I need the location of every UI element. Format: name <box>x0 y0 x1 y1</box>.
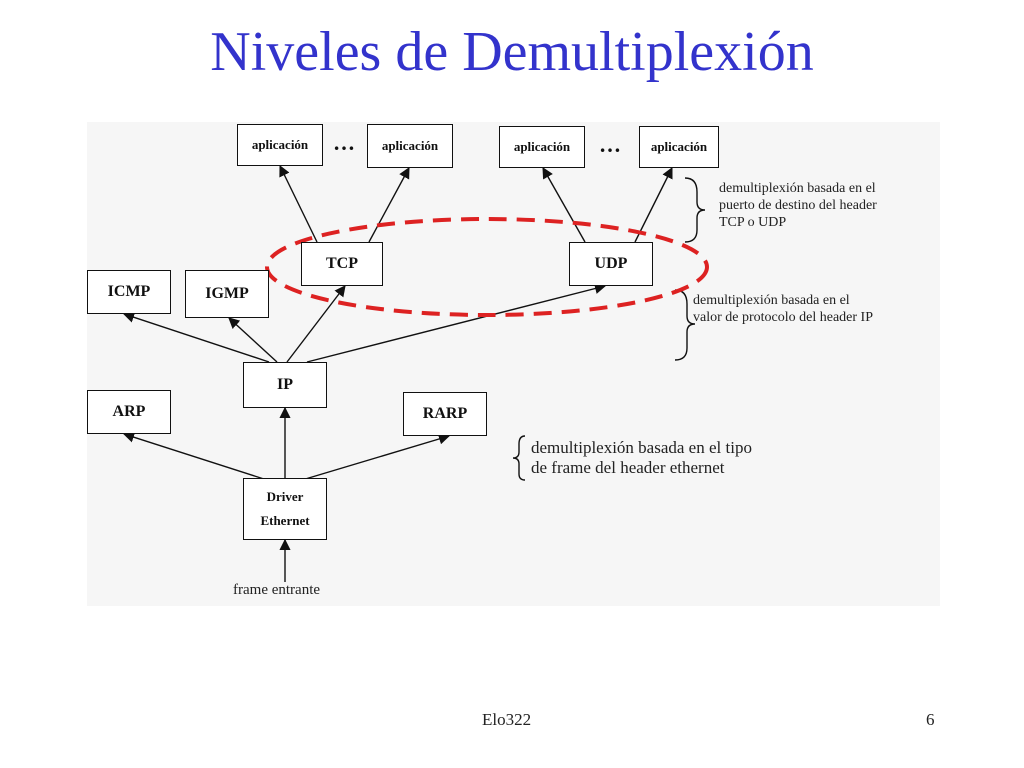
app-box-3: aplicación <box>499 126 585 168</box>
arrow-udp-app3 <box>542 167 586 243</box>
note-frame-line-1: demultiplexión basada en el tipo <box>531 438 752 457</box>
brace-frame <box>512 435 526 481</box>
tcp-box: TCP <box>301 242 383 286</box>
arrow-driver-arp <box>122 431 268 481</box>
note-port-line-1: demultiplexión basada en el <box>719 181 876 196</box>
arrow-ip-udp <box>306 283 607 363</box>
note-frame-demux: demultiplexión basada en el tipo de fram… <box>531 438 752 478</box>
app-box-2: aplicación <box>367 124 453 168</box>
note-port-demux: demultiplexión basada en el puerto de de… <box>719 180 877 231</box>
ellipsis-right: … <box>599 132 621 157</box>
app-box-4: aplicación <box>639 126 719 168</box>
note-protocol-line-2: valor de protocolo del header IP <box>693 310 873 325</box>
driver-line-1: Driver <box>266 489 304 504</box>
arrow-driver-rarp <box>301 433 451 481</box>
arrow-udp-app4 <box>634 166 673 243</box>
brace-protocol <box>674 289 696 361</box>
slide-title: Niveles de Demultiplexión <box>210 21 814 83</box>
demultiplexing-diagram: aplicación aplicación aplicación aplicac… <box>87 122 940 606</box>
arrow-ip-igmp <box>228 317 278 363</box>
arrow-ip-tcp <box>286 285 346 363</box>
note-frame-line-2: de frame del header ethernet <box>531 458 725 477</box>
ellipsis-left: … <box>333 130 355 155</box>
page-number: 6 <box>926 710 935 729</box>
brace-ports <box>684 177 706 243</box>
arrow-ip-icmp <box>122 311 270 363</box>
rarp-box: RARP <box>403 392 487 436</box>
incoming-frame-label: frame entrante <box>233 582 321 598</box>
note-port-line-3: TCP o UDP <box>719 215 787 230</box>
driver-ethernet-box: Driver Ethernet <box>243 478 327 540</box>
arp-box: ARP <box>87 390 171 434</box>
udp-box: UDP <box>569 242 653 286</box>
arrow-tcp-app2 <box>368 167 410 243</box>
icmp-box: ICMP <box>87 270 171 314</box>
note-protocol-line-1: demultiplexión basada en el <box>693 293 850 308</box>
note-protocol-demux: demultiplexión basada en el valor de pro… <box>693 292 873 326</box>
arrow-tcp-app1 <box>279 164 318 243</box>
app-box-1: aplicación <box>237 124 323 166</box>
igmp-box: IGMP <box>185 270 269 318</box>
diagram-connectors <box>122 164 709 582</box>
footer-label: Elo322 <box>482 710 532 729</box>
ip-box: IP <box>243 362 327 408</box>
driver-line-2: Ethernet <box>260 513 310 528</box>
note-port-line-2: puerto de destino del header <box>719 198 877 213</box>
highlight-ellipse <box>265 217 709 317</box>
